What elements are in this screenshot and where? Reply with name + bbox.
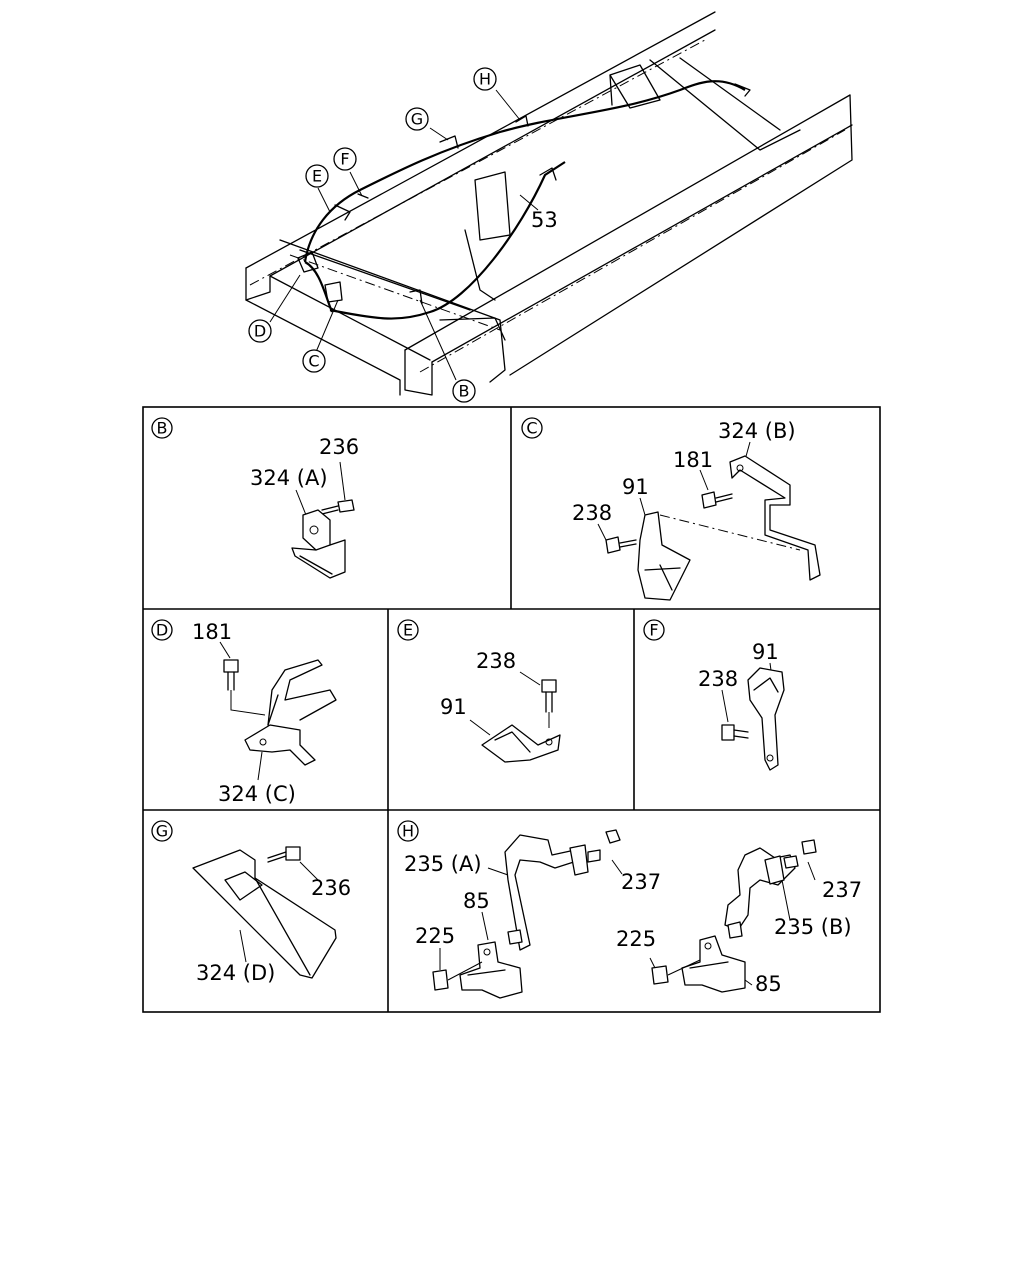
label-237: 237 xyxy=(621,870,661,894)
callout-g: G xyxy=(405,107,429,131)
svg-text:C: C xyxy=(308,352,319,371)
label-91: 91 xyxy=(752,640,779,664)
svg-text:B: B xyxy=(459,382,470,401)
panel-b: B 236 324 (A) xyxy=(151,417,359,579)
svg-text:D: D xyxy=(254,322,266,341)
panel-h: H 235 (A) 85 237 225 225 237 235 (B) 85 xyxy=(397,820,862,999)
part-label-53: 53 xyxy=(531,208,558,232)
label-181: 181 xyxy=(673,448,713,472)
label-324a: 324 (A) xyxy=(250,466,328,490)
chassis-overview: H G F E D C B 53 xyxy=(245,11,853,403)
label-235b: 235 (B) xyxy=(774,915,852,939)
panel-e-letter: E xyxy=(403,621,413,640)
panel-f-letter: F xyxy=(649,621,658,640)
svg-text:G: G xyxy=(411,110,423,129)
svg-text:E: E xyxy=(312,167,322,186)
panel-g: G 236 324 (D) xyxy=(151,820,351,985)
callout-h: H xyxy=(473,67,497,91)
svg-text:F: F xyxy=(340,150,349,169)
label-225: 225 xyxy=(415,924,455,948)
callout-b: B xyxy=(452,379,476,403)
label-235a: 235 (A) xyxy=(404,852,482,876)
detail-grid xyxy=(142,406,881,1013)
panel-c: C 324 (B) 181 91 238 xyxy=(521,417,821,601)
label-85: 85 xyxy=(463,889,490,913)
callout-d: D xyxy=(248,319,272,343)
panel-g-letter: G xyxy=(156,822,168,841)
label-238: 238 xyxy=(698,667,738,691)
panel-d-letter: D xyxy=(156,621,168,640)
panel-e: E 238 91 xyxy=(397,619,561,763)
label-225-right: 225 xyxy=(616,927,656,951)
label-91: 91 xyxy=(440,695,467,719)
callout-c: C xyxy=(302,349,326,373)
label-324d: 324 (D) xyxy=(196,961,275,985)
label-324b: 324 (B) xyxy=(718,419,796,443)
panel-f: F 91 238 xyxy=(643,619,785,771)
label-236: 236 xyxy=(319,435,359,459)
label-85-right: 85 xyxy=(755,972,782,996)
panel-d: D 181 324 (C) xyxy=(151,619,337,806)
label-238: 238 xyxy=(572,501,612,525)
panel-b-letter: B xyxy=(157,419,168,438)
panel-c-letter: C xyxy=(526,419,537,438)
svg-text:H: H xyxy=(479,70,491,89)
callout-e: E xyxy=(305,164,329,188)
callout-f: F xyxy=(333,147,357,171)
panel-h-letter: H xyxy=(402,822,414,841)
label-238: 238 xyxy=(476,649,516,673)
label-181: 181 xyxy=(192,620,232,644)
label-324c: 324 (C) xyxy=(218,782,296,806)
label-237-right: 237 xyxy=(822,878,862,902)
label-91: 91 xyxy=(622,475,649,499)
